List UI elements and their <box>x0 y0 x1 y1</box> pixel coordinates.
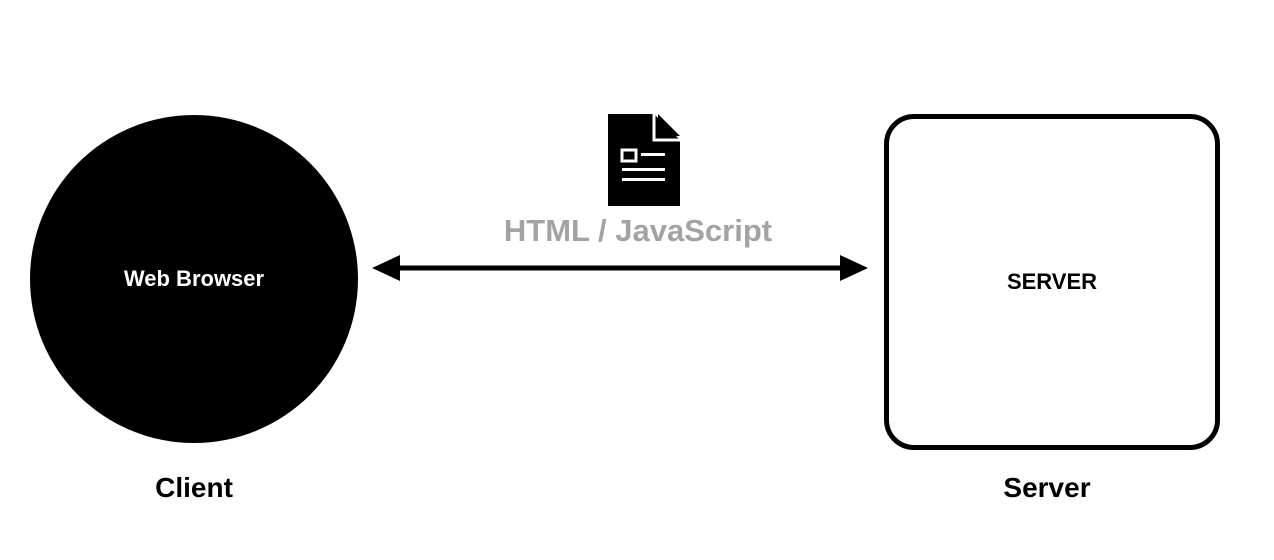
client-caption: Client <box>155 472 233 503</box>
web-browser-node: Web Browser <box>30 115 358 443</box>
web-browser-label: Web Browser <box>123 266 265 291</box>
transfer-label: HTML / JavaScript <box>503 213 773 248</box>
server-caption: Server <box>1003 472 1091 503</box>
server-node-label: SERVER <box>1006 269 1098 294</box>
server-node: SERVER <box>884 114 1220 450</box>
document-icon <box>608 114 680 206</box>
bidirectional-arrow <box>372 255 868 281</box>
